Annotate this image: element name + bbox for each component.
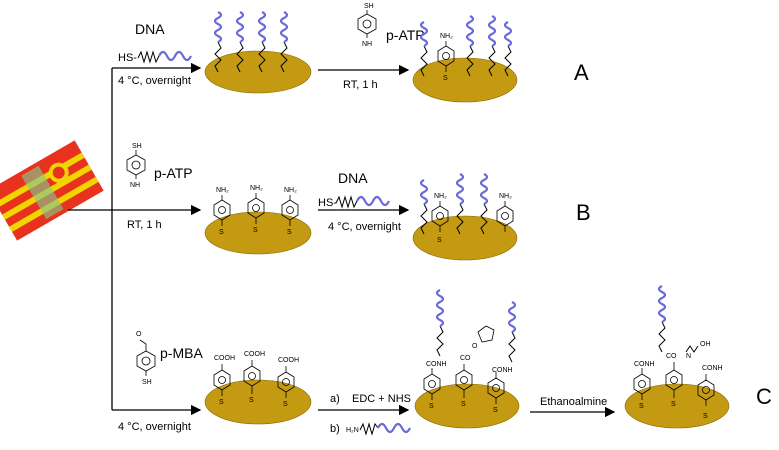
s-atom: S (219, 229, 224, 236)
p-atp-structure (126, 150, 146, 179)
dna-reagent-label: DNA (135, 21, 165, 37)
route-b-label: B (576, 200, 591, 225)
electrode-chip (0, 140, 104, 241)
s-atom: S (253, 227, 258, 234)
nhs-ring (477, 325, 495, 343)
dna-reagent-label: DNA (338, 170, 368, 186)
dna-strand-icon (377, 422, 411, 434)
oh-group: O (136, 331, 142, 338)
conh-group: CONH (492, 367, 513, 374)
p-mba-monolayer (213, 360, 295, 398)
gold-electrode-surface (412, 215, 518, 261)
cooh-group: COOH (278, 357, 299, 364)
s-atom: S (639, 403, 644, 410)
condition-label: RT, 1 h (127, 219, 162, 231)
nh2-group: NH₂ (216, 187, 229, 194)
gold-electrode-surface (624, 383, 730, 429)
gold-electrode-surface (204, 50, 312, 94)
s-atom: S (249, 397, 254, 404)
co-group: CO (460, 355, 471, 362)
condition-label: 4 °C, overnight (118, 75, 191, 87)
s-atom: S (437, 237, 442, 244)
thiol-prefix: HS- (118, 52, 137, 64)
conh-group: CONH (702, 365, 723, 372)
nh2-group: NH₂ (499, 193, 512, 200)
cooh-group: COOH (244, 351, 265, 358)
o-atom: O (472, 343, 478, 350)
final-monolayer (633, 285, 715, 406)
conh-group: CONH (634, 361, 655, 368)
sh-group: SH (142, 379, 152, 386)
nh2-group: NH₂ (284, 187, 297, 194)
branch-lines (68, 62, 202, 416)
dna-strand-icon (158, 50, 192, 62)
condition-label: RT, 1 h (343, 79, 378, 91)
ethanolamine-label: Ethanoalmine (540, 396, 607, 408)
nh2-group: NH (130, 182, 140, 189)
s-atom: S (703, 413, 708, 420)
step-a-marker: a) (330, 393, 340, 405)
dna-monolayer (213, 11, 289, 73)
p-mba-label: p-MBA (160, 345, 203, 361)
nh2-group: NH₂ (434, 193, 447, 200)
route-a: DNA HS- 4 °C, overnight SH NH p-ATP RT, (118, 3, 589, 103)
cooh-group: COOH (214, 355, 235, 362)
route-c: O SH p-MBA 4 °C, overnight COOH COOH COO… (118, 285, 772, 436)
mixed-monolayer (419, 173, 514, 235)
gold-electrode-surface (204, 211, 312, 255)
step-b-marker: b) (330, 423, 340, 435)
s-atom: S (493, 407, 498, 414)
condition-label: 4 °C, overnight (328, 221, 401, 233)
nh2-group: NH₂ (440, 33, 453, 40)
mixed-monolayer (419, 15, 513, 77)
route-a-label: A (574, 60, 589, 85)
p-atp-structure (357, 10, 377, 38)
co-group: CO (666, 353, 677, 360)
condition-label: 4 °C, overnight (118, 421, 191, 433)
s-atom: S (461, 401, 466, 408)
edc-nhs-label: EDC + NHS (352, 393, 411, 405)
s-atom: S (287, 229, 292, 236)
amine-prefix: H₂N (346, 427, 359, 434)
sh-group: SH (132, 143, 142, 150)
nh2-group: NH₂ (250, 185, 263, 192)
gold-electrode-surface (414, 383, 520, 429)
thiol-prefix: HS- (318, 197, 337, 209)
route-c-label: C (756, 384, 772, 409)
route-b: SH NH p-ATP RT, 1 h NH₂ NH₂ NH₂ (126, 143, 591, 261)
s-atom: S (443, 75, 448, 82)
p-atp-label: p-ATP (386, 27, 425, 43)
nh2-group: NH (362, 41, 372, 48)
p-atp-monolayer (213, 193, 299, 226)
alkyl-chain (335, 195, 358, 209)
alkyl-chain (137, 50, 160, 64)
dna-strand-icon (356, 195, 390, 207)
s-atom: S (671, 401, 676, 408)
s-atom: S (283, 401, 288, 408)
sh-group: SH (364, 3, 374, 10)
n-atom: N (686, 353, 691, 360)
s-atom: S (429, 403, 434, 410)
p-atp-label: p-ATP (154, 165, 193, 181)
gold-electrode-surface (412, 57, 518, 103)
amide-monolayer (423, 289, 517, 404)
conh-group: CONH (426, 361, 447, 368)
s-atom: S (219, 399, 224, 406)
oh-group: OH (700, 341, 711, 348)
p-mba-structure (136, 339, 156, 376)
alkyl-chain (359, 422, 379, 436)
